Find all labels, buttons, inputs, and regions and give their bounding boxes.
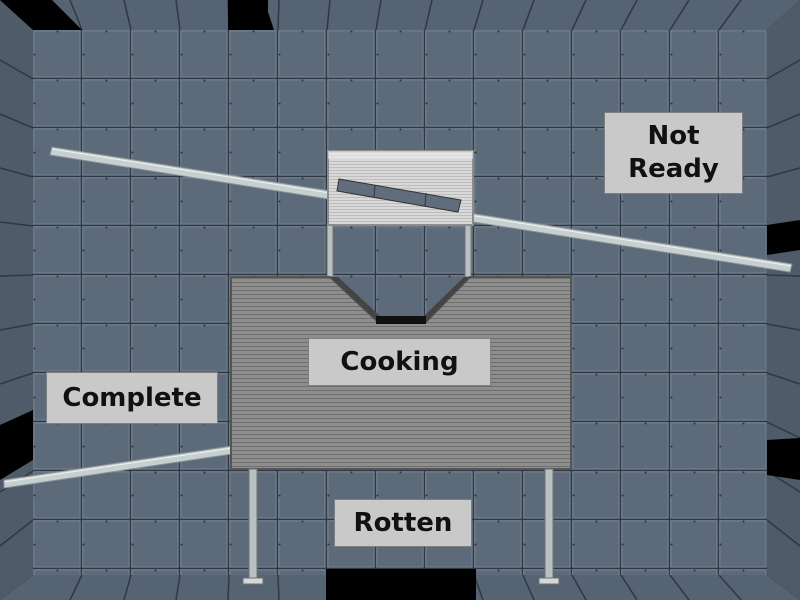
- right-gap-lower: [767, 438, 800, 480]
- left-wall: [0, 0, 33, 600]
- top-gap-2: [228, 0, 268, 30]
- bottom-gap: [326, 569, 476, 600]
- left-gap: [0, 410, 33, 480]
- right-gap-upper: [767, 220, 800, 255]
- not-ready-label: Not Ready: [604, 112, 743, 194]
- mixer-box-icon: [327, 150, 474, 226]
- cooking-label: Cooking: [308, 338, 491, 386]
- rotten-label: Rotten: [334, 499, 472, 547]
- top-wall: [0, 0, 800, 30]
- right-wall: [767, 0, 800, 600]
- top-left-gap: [0, 0, 82, 30]
- complete-label: Complete: [46, 372, 218, 424]
